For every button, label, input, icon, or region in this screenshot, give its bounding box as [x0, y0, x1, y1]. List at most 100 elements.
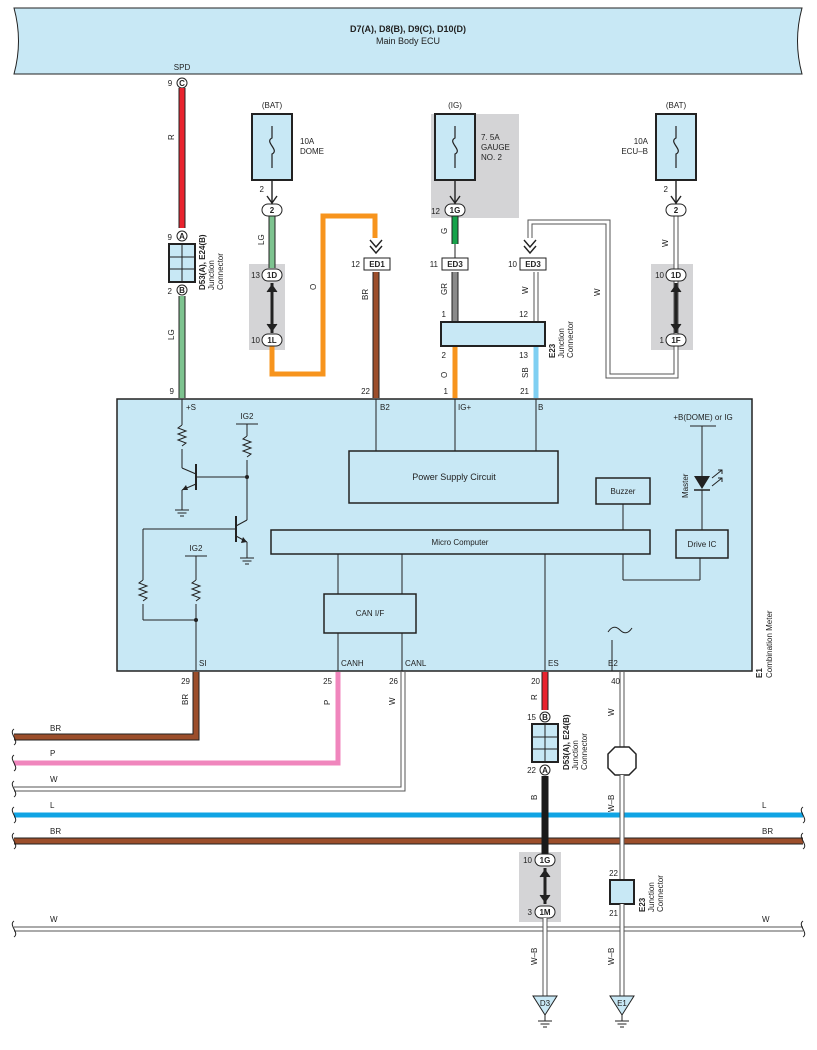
- main-body-ecu: D7(A), D8(B), D9(C), D10(D) Main Body EC…: [13, 7, 803, 75]
- spd-pin-label: SPD: [174, 63, 191, 72]
- svg-text:BR: BR: [762, 827, 773, 836]
- conn-1g-lower: 1G: [540, 856, 551, 865]
- svg-text:2: 2: [260, 185, 265, 194]
- svg-text:20: 20: [531, 677, 540, 686]
- svg-text:2: 2: [664, 185, 669, 194]
- svg-text:IG2: IG2: [190, 544, 203, 553]
- junction-e23-lower-ref: E23: [638, 897, 647, 912]
- svg-text:+B(DOME) or IG: +B(DOME) or IG: [673, 413, 732, 422]
- svg-text:25: 25: [323, 677, 332, 686]
- svg-text:A: A: [179, 232, 185, 241]
- svg-text:7. 5A: 7. 5A: [481, 133, 500, 142]
- svg-text:Junction: Junction: [557, 328, 566, 358]
- spd-pin-no: 9: [168, 79, 173, 88]
- svg-text:E2: E2: [608, 659, 618, 668]
- conn-1d-ecub: 1D: [671, 271, 681, 280]
- svg-text:Junction: Junction: [207, 260, 216, 290]
- conn-ed1: ED1: [369, 260, 385, 269]
- wire-w-ecub: [528, 216, 678, 378]
- svg-text:2: 2: [168, 287, 173, 296]
- svg-text:W: W: [762, 915, 770, 924]
- wire-label-g: G: [440, 228, 449, 234]
- combination-meter: E1 Combination Meter +S B2 IG+ B IG2: [116, 398, 774, 678]
- svg-text:21: 21: [609, 909, 618, 918]
- buzzer: [595, 477, 651, 505]
- svg-text:Power Supply Circuit: Power Supply Circuit: [412, 472, 496, 482]
- svg-text:L: L: [50, 801, 55, 810]
- svg-text:(BAT): (BAT): [262, 101, 283, 110]
- svg-text:B: B: [538, 403, 543, 412]
- splice-octagon: [607, 746, 637, 776]
- svg-text:ECU–B: ECU–B: [621, 147, 648, 156]
- wire-w-canl: [14, 672, 405, 791]
- svg-text:CAN I/F: CAN I/F: [356, 609, 385, 618]
- can-if: [323, 593, 417, 634]
- svg-text:+S: +S: [186, 403, 196, 412]
- fuse-dome: (BAT) 10A DOME: [251, 101, 324, 181]
- wire-br-si: [14, 672, 199, 740]
- conn-1m-lower: 1M: [539, 908, 550, 917]
- svg-text:GAUGE: GAUGE: [481, 143, 510, 152]
- ground-e1: E1: [617, 999, 627, 1008]
- svg-text:Buzzer: Buzzer: [611, 487, 636, 496]
- svg-text:W–B: W–B: [607, 795, 616, 812]
- junction-e23-upper-ref: E23: [548, 343, 557, 358]
- svg-text:10A: 10A: [300, 137, 315, 146]
- svg-text:IG2: IG2: [241, 412, 254, 421]
- fuse-ecub: (BAT) 10A ECU–B: [621, 101, 697, 181]
- svg-text:22: 22: [609, 869, 618, 878]
- junction-e23-upper: [440, 321, 546, 347]
- svg-text:12: 12: [431, 207, 440, 216]
- svg-text:11: 11: [430, 260, 439, 269]
- svg-text:IG+: IG+: [458, 403, 471, 412]
- svg-text:W: W: [50, 915, 58, 924]
- micro-computer: [270, 529, 651, 555]
- svg-text:10: 10: [523, 856, 532, 865]
- svg-text:B: B: [530, 795, 539, 800]
- svg-text:(BAT): (BAT): [666, 101, 687, 110]
- svg-text:W–B: W–B: [607, 948, 616, 965]
- svg-text:12: 12: [351, 260, 360, 269]
- power-supply-circuit: [348, 450, 559, 504]
- drive-ic: [675, 529, 729, 559]
- svg-text:SI: SI: [199, 659, 207, 668]
- junction-d53-lower-ref: D53(A), E24(B): [562, 714, 571, 770]
- svg-text:W: W: [607, 708, 616, 716]
- svg-text:B2: B2: [380, 403, 390, 412]
- svg-text:3: 3: [528, 908, 533, 917]
- svg-text:13: 13: [519, 351, 528, 360]
- conn-2-dome: 2: [270, 206, 275, 215]
- svg-text:A: A: [542, 766, 548, 775]
- svg-text:29: 29: [181, 677, 190, 686]
- wire-label-sb: SB: [521, 367, 530, 378]
- svg-text:Connector: Connector: [656, 875, 665, 912]
- svg-text:CANL: CANL: [405, 659, 427, 668]
- svg-text:Master: Master: [681, 473, 690, 498]
- conn-1f-ecub: 1F: [671, 336, 680, 345]
- conn-ed3-gauge: ED3: [447, 260, 463, 269]
- svg-text:Drive IC: Drive IC: [688, 540, 717, 549]
- svg-text:10: 10: [251, 336, 260, 345]
- svg-text:22: 22: [361, 387, 370, 396]
- svg-text:2: 2: [442, 351, 447, 360]
- svg-text:W: W: [388, 697, 397, 705]
- svg-text:Connector: Connector: [216, 253, 225, 290]
- svg-text:13: 13: [251, 271, 260, 280]
- svg-text:R: R: [530, 694, 539, 700]
- wire-label-w-loop: W: [593, 288, 602, 296]
- svg-text:DOME: DOME: [300, 147, 324, 156]
- svg-text:BR: BR: [181, 694, 190, 705]
- svg-text:40: 40: [611, 677, 620, 686]
- main-body-ecu-name: Main Body ECU: [376, 36, 440, 46]
- wire-label-gr: GR: [440, 283, 449, 295]
- svg-text:22: 22: [527, 766, 536, 775]
- wire-label-br-b2: BR: [361, 289, 370, 300]
- junction-e23-lower: [609, 879, 635, 905]
- spd-conn: C: [179, 79, 185, 88]
- wire-label-o-dome: O: [309, 284, 318, 290]
- svg-text:Micro Computer: Micro Computer: [432, 538, 489, 547]
- svg-text:NO. 2: NO. 2: [481, 153, 502, 162]
- junction-d53-upper-ref: D53(A), E24(B): [198, 234, 207, 290]
- conn-ed3-w: ED3: [525, 260, 541, 269]
- ground-d3: D3: [540, 999, 551, 1008]
